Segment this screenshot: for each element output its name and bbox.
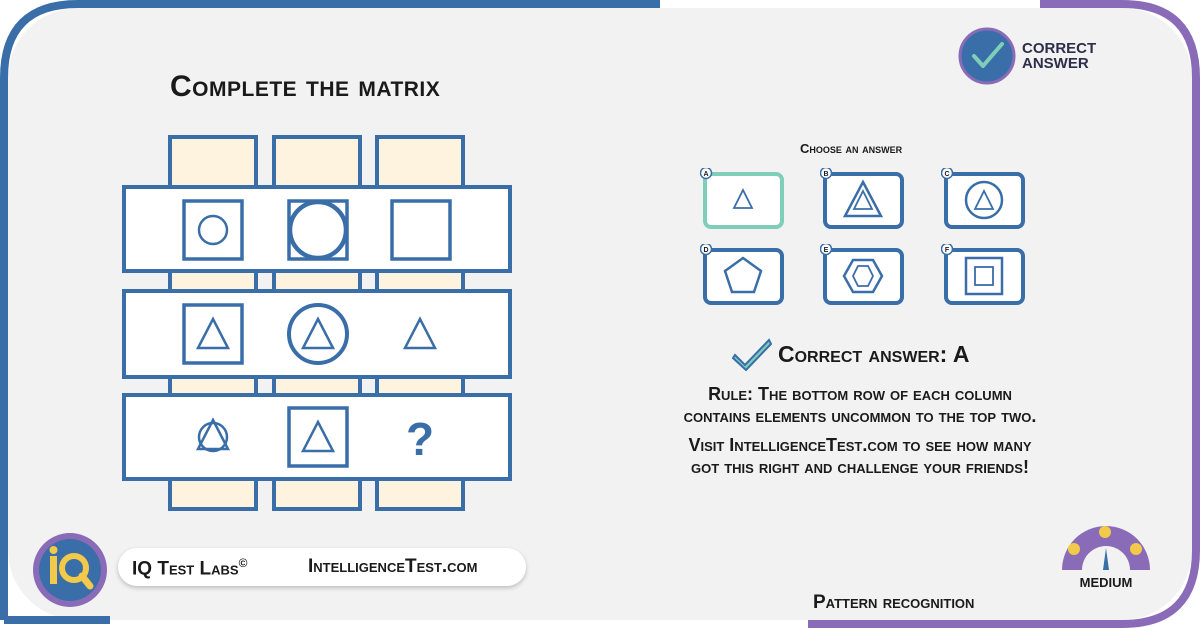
option-c[interactable]: C [941, 168, 1027, 230]
visit-line-1: Visit IntelligenceTest.com to see how ma… [688, 435, 1032, 455]
option-d[interactable]: D [700, 244, 786, 306]
brand-bar: IQ Test Labs© IntelligenceTest.com [118, 548, 526, 586]
page-title: Complete the matrix [170, 70, 441, 103]
option-b[interactable]: B [820, 168, 906, 230]
option-d-letter: D [703, 247, 708, 254]
brand-site-link[interactable]: IntelligenceTest.com [308, 556, 478, 577]
difficulty-label: MEDIUM [1079, 575, 1133, 590]
rule-text: Rule: The bottom row of each column cont… [610, 383, 1110, 427]
rule-line-2: contains elements uncommon to the top tw… [683, 406, 1037, 426]
cell-square-big-circle-icon [287, 199, 349, 261]
visit-line-2: got this right and challenge your friend… [691, 457, 1029, 477]
visit-text: Visit IntelligenceTest.com to see how ma… [610, 434, 1110, 478]
cell-square-circle-icon [182, 199, 244, 261]
correct-answer-line: Correct answer: A [732, 337, 970, 371]
option-a-letter: A [703, 171, 708, 178]
badge-line-1: CORRECT [1022, 40, 1097, 57]
cell-square-icon [390, 199, 452, 261]
option-f-letter: F [945, 247, 950, 254]
cell-triangle-circle-icon [195, 417, 231, 453]
brand-name: IQ Test Labs© [132, 556, 248, 580]
correct-answer-letter: A [952, 340, 970, 367]
unknown-cell-question: ? [406, 413, 434, 465]
option-e[interactable]: E [820, 244, 906, 306]
cell-circle-triangle-icon [287, 303, 349, 365]
option-f[interactable]: F [941, 244, 1027, 306]
category-label: Pattern recognition [813, 592, 975, 613]
badge-line-2: ANSWER [1022, 55, 1089, 72]
option-b-letter: B [823, 171, 828, 178]
option-c-letter: C [944, 171, 949, 178]
checkmark-icon [732, 338, 772, 371]
matrix-grid: ? [122, 135, 512, 511]
iq-logo-icon [33, 533, 107, 607]
rule-line-1: Rule: The bottom row of each column [708, 384, 1012, 404]
answer-options: A B C D [700, 168, 1030, 310]
option-e-letter: E [824, 247, 829, 254]
option-a[interactable]: A [700, 168, 786, 230]
badge-check-icon [958, 27, 1016, 85]
correct-answer-prefix: Correct answer: [778, 340, 953, 367]
cell-square-triangle-icon [182, 303, 244, 365]
copyright-mark: © [238, 556, 248, 570]
cell-triangle-icon [402, 316, 438, 350]
choose-answer-label: Choose an answer [800, 141, 903, 156]
cell-square-triangle-2-icon [287, 406, 349, 468]
difficulty-gauge [1062, 526, 1150, 570]
correct-answer-badge: CORRECT ANSWER [958, 27, 1096, 85]
